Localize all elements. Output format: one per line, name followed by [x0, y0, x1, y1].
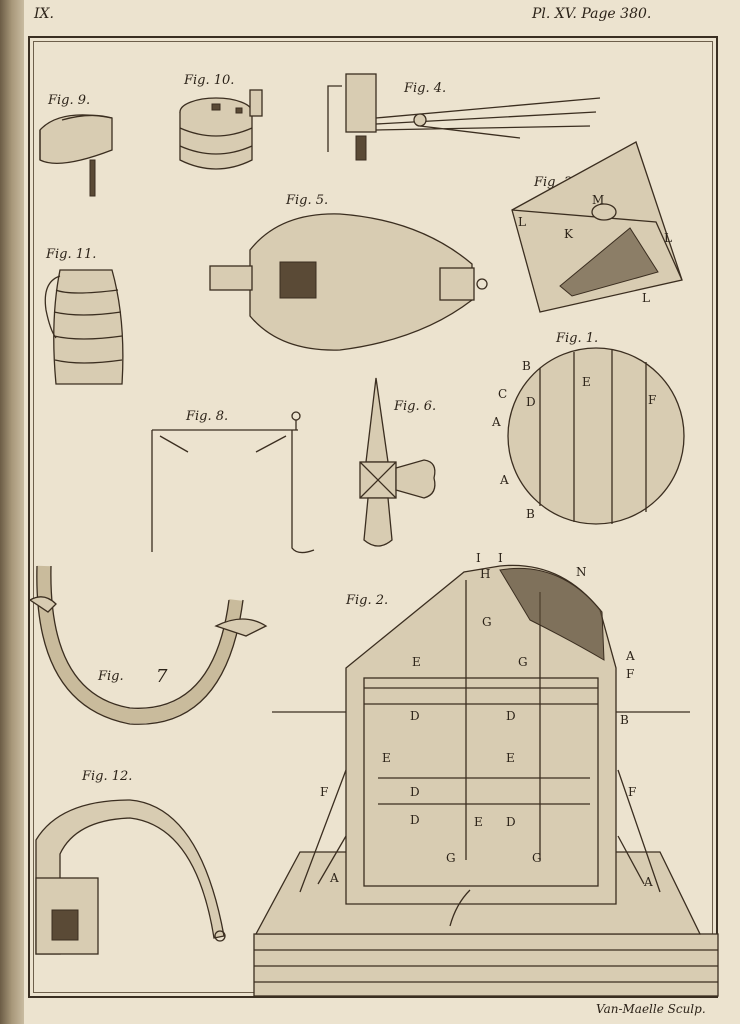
fig2-letter-D3: D	[410, 785, 420, 799]
fig2-letter-F: F	[626, 667, 634, 681]
figure-12: Fig. 12.	[35, 769, 226, 955]
figure-9: Fig. 9.	[39, 93, 113, 197]
figure-3: Fig. 3. L L L K M	[511, 141, 683, 313]
fig8-label: Fig. 8.	[185, 409, 228, 424]
fig10-label: Fig. 10.	[183, 73, 234, 88]
figure-10: Fig. 10.	[179, 73, 263, 170]
fig3-letter-K: K	[564, 227, 574, 241]
fig2-letter-I2: I	[498, 551, 503, 565]
fig2-letter-H: H	[480, 567, 490, 581]
fig2-letter-B: B	[620, 713, 629, 727]
fig3-letter-L: L	[518, 215, 526, 229]
fig2-letter-N: N	[576, 565, 587, 579]
engraver-signature: Van-Maelle Sculp.	[596, 1002, 706, 1016]
fig1-letter-B2: B	[526, 507, 535, 521]
fig2-letter-E4: E	[474, 815, 483, 829]
fig2-letter-A: A	[625, 649, 635, 663]
fig2-letter-E3: E	[506, 751, 515, 765]
fig6-label: Fig. 6.	[393, 399, 436, 414]
fig3-letter-L2: L	[664, 231, 672, 245]
fig2-letter-F3: F	[628, 785, 636, 799]
fig5-label: Fig. 5.	[285, 193, 328, 208]
fig2-letter-D4: D	[410, 813, 420, 827]
fig2-letter-D2: D	[506, 709, 516, 723]
fig7-label: Fig.	[97, 669, 124, 684]
fig2-letter-D5: D	[506, 815, 516, 829]
fig2-letter-I: I	[476, 551, 481, 565]
fig2-letter-F2: F	[320, 785, 328, 799]
fig1-letter-A2: A	[499, 473, 509, 487]
page-header-plate-number: Pl. XV. Page 380.	[532, 6, 652, 22]
figure-7: Fig. 7	[28, 565, 268, 725]
fig2-letter-E2: E	[382, 751, 391, 765]
fig1-letter-C: C	[498, 387, 507, 401]
fig12-label: Fig. 12.	[81, 769, 132, 784]
fig2-letter-A2: A	[329, 871, 339, 885]
figure-1: Fig. 1. B C D A E F A B	[491, 331, 685, 525]
figure-4: Fig. 4.	[327, 73, 601, 161]
figure-6: Fig. 6.	[359, 377, 436, 547]
fig2-letter-A3: A	[643, 875, 653, 889]
fig1-letter-E: E	[582, 375, 591, 389]
fig4-label: Fig. 4.	[403, 81, 446, 96]
fig2-letter-G2: G	[518, 655, 528, 669]
fig3-letter-M: M	[592, 193, 604, 207]
fig11-label: Fig. 11.	[45, 247, 96, 262]
fig2-letter-G4: G	[532, 851, 542, 865]
fig7-number: 7	[156, 666, 168, 687]
fig1-letter-A: A	[491, 415, 501, 429]
fig1-letter-B: B	[522, 359, 531, 373]
fig3-letter-L3: L	[642, 291, 650, 305]
fig2-letter-G3: G	[446, 851, 456, 865]
plate-frame	[28, 36, 718, 998]
figure-8: Fig. 8.	[151, 409, 315, 554]
fig2-letter-G: G	[482, 615, 492, 629]
figure-5: Fig. 5.	[209, 193, 488, 351]
fig1-letter-F: F	[648, 393, 656, 407]
fig9-label: Fig. 9.	[47, 93, 90, 108]
figure-2: Fig. 2. I I H N G E G A F B D D E E D D …	[253, 551, 719, 997]
page-header-left: IX.	[34, 6, 54, 22]
fig1-label: Fig. 1.	[555, 331, 598, 346]
fig1-letter-D: D	[526, 395, 536, 409]
fig2-letter-E: E	[412, 655, 421, 669]
fig2-letter-D: D	[410, 709, 420, 723]
figure-11: Fig. 11.	[44, 247, 124, 385]
fig2-label: Fig. 2.	[345, 593, 388, 608]
